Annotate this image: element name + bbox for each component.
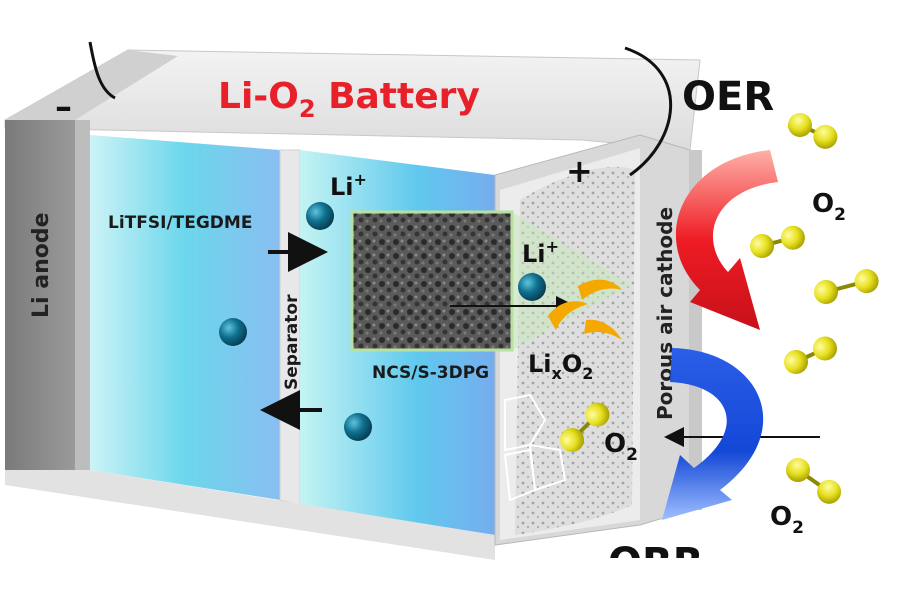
catalyst-tem-inset — [350, 210, 632, 352]
o2-label-2: O2 — [604, 429, 638, 465]
lixo2-discharge-product — [548, 279, 622, 340]
catalyst-label: NCS/S-3DPG — [372, 363, 489, 383]
orr-label-mask — [590, 558, 730, 600]
title-suffix: Battery — [316, 76, 480, 117]
lixo2-2: 2 — [582, 364, 593, 383]
li-ion-base: Li — [522, 240, 546, 268]
li-ion-sup: + — [546, 237, 559, 256]
o2-sub: 2 — [792, 518, 804, 538]
electrolyte-label: LiTFSI/TEGDME — [108, 213, 252, 233]
o2-label-3: O2 — [770, 502, 804, 538]
o2-base: O — [770, 502, 792, 532]
diagram-title: Li-O2 Battery — [218, 76, 480, 123]
oer-arrow — [675, 150, 778, 330]
oer-label: OER — [682, 74, 774, 120]
orr-arrow — [662, 348, 764, 520]
li-ion-sphere — [306, 202, 334, 230]
lixo2-label: LixO2 — [528, 350, 593, 383]
lixo2-crescent — [578, 279, 622, 300]
cathode-porous-cross-section — [515, 166, 635, 536]
li-ion-label-1: Li+ — [330, 170, 367, 201]
li-ion-sphere — [219, 318, 247, 346]
tem-image — [350, 210, 514, 352]
lixo2-crescent — [548, 301, 588, 330]
lixo2-x: x — [552, 364, 563, 383]
positive-terminal-label: + — [566, 152, 593, 190]
o2-label-1: O2 — [812, 189, 846, 225]
o2-base: O — [604, 429, 626, 459]
o2-molecule — [814, 269, 879, 304]
title-sub: 2 — [299, 95, 316, 123]
battery-body — [4, 49, 702, 560]
lixo2-crescent — [584, 319, 622, 340]
cathode-pore-network — [503, 393, 567, 502]
cathode-wire — [624, 46, 673, 177]
o2-molecule — [784, 336, 838, 374]
separator-label: Separator — [282, 294, 302, 390]
li-ion-sup: + — [354, 170, 367, 189]
cathode-label: Porous air cathode — [653, 207, 677, 420]
o2-molecule — [788, 113, 838, 149]
lixo2-li: Li — [528, 350, 552, 378]
anode-plate-edge — [75, 120, 90, 470]
o2-molecule — [750, 225, 805, 258]
battery-floor — [5, 470, 495, 560]
anode-plate-top — [5, 50, 178, 120]
anode-wire — [88, 41, 116, 100]
li-ion-sphere — [518, 273, 546, 301]
electrolyte-region — [90, 135, 280, 500]
li-ion-label-2: Li+ — [522, 237, 559, 268]
negative-terminal-label: – — [55, 87, 72, 127]
inset-zoom-lines — [512, 212, 632, 350]
o2-molecule — [560, 402, 610, 452]
o2-sub: 2 — [834, 205, 846, 225]
title-main: Li-O — [218, 76, 299, 117]
li-ion-base: Li — [330, 173, 354, 201]
lixo2-o: O — [562, 350, 582, 378]
o2-sub: 2 — [626, 445, 638, 465]
o2-base: O — [812, 189, 834, 219]
o2-molecule — [786, 458, 842, 504]
li-ion-sphere — [344, 413, 372, 441]
anode-plate — [5, 120, 75, 470]
anode-label: Li anode — [29, 212, 54, 318]
